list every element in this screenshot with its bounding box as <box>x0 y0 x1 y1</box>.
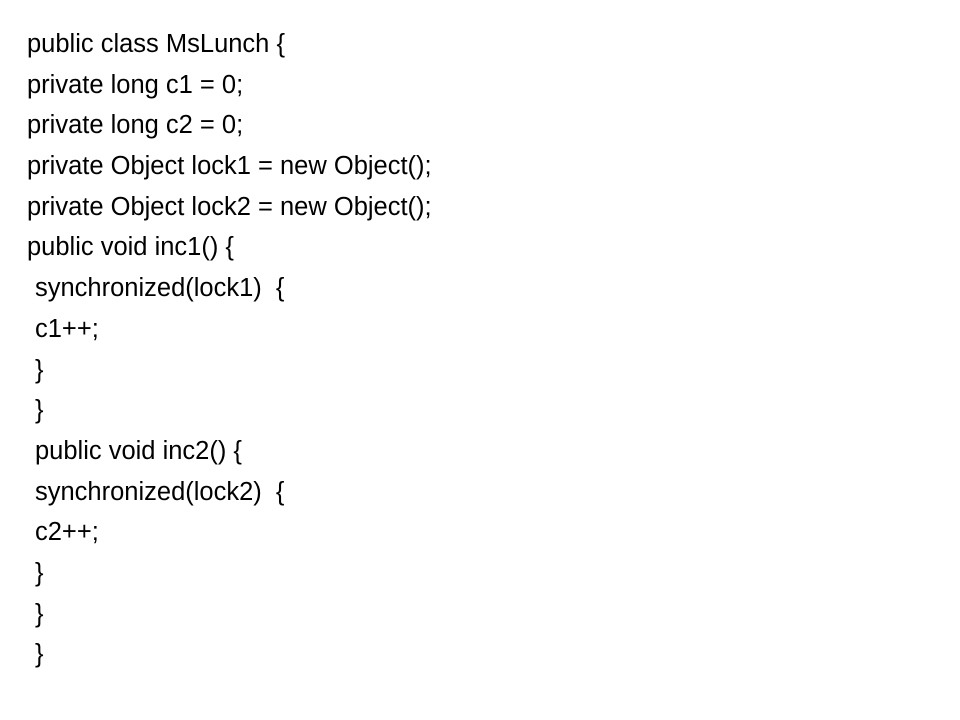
code-line-increment-c1: c1++; <box>35 314 99 343</box>
code-line-field-c2: private long c2 = 0; <box>27 111 244 140</box>
code-line-synchronized-lock2: synchronized(lock2) { <box>35 477 285 506</box>
code-line-close-brace: } <box>35 558 44 587</box>
code-line-close-brace: } <box>35 355 44 384</box>
code-line-field-lock1: private Object lock1 = new Object(); <box>27 152 432 181</box>
code-line-field-lock2: private Object lock2 = new Object(); <box>27 192 432 221</box>
code-line-field-c1: private long c1 = 0; <box>27 70 244 99</box>
code-line-close-brace: } <box>35 640 44 669</box>
code-line-close-brace: } <box>35 396 44 425</box>
code-line-synchronized-lock1: synchronized(lock1) { <box>35 274 285 303</box>
code-line-close-brace: } <box>35 599 44 628</box>
code-line-class-declaration: public class MsLunch { <box>27 30 285 58</box>
code-listing: public class MsLunch { private long c1 =… <box>27 24 432 675</box>
code-line-method-inc2: public void inc2() { <box>35 436 242 465</box>
code-line-method-inc1: public void inc1() { <box>27 233 234 262</box>
code-line-increment-c2: c2++; <box>35 518 99 547</box>
